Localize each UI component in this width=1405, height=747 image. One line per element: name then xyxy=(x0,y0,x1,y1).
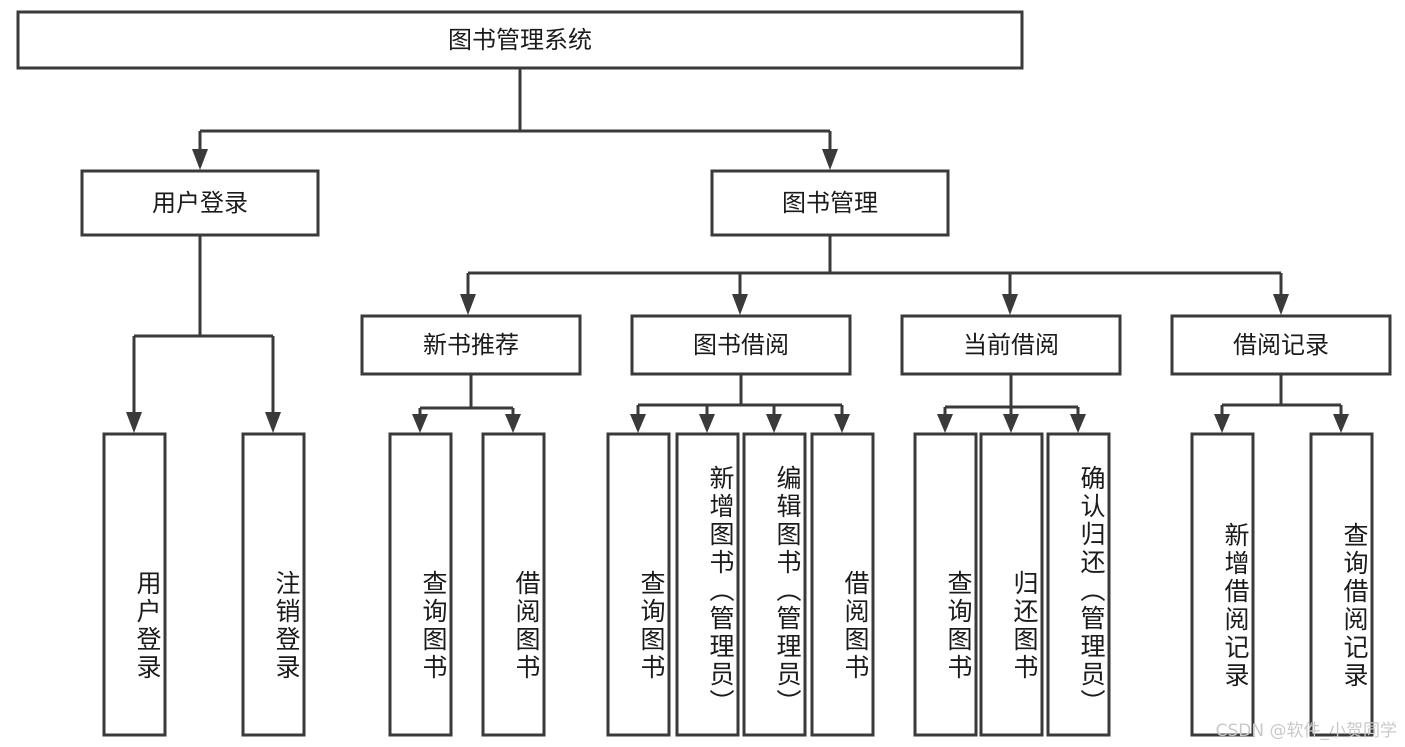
connector-borrow-record-to-leaves xyxy=(1214,374,1349,433)
leaf-box-borrow-record-1[interactable] xyxy=(1309,432,1374,737)
node-box-book-management[interactable] xyxy=(710,169,950,237)
leaf-box-book-borrow-0[interactable] xyxy=(606,432,671,737)
leaf-box-book-borrow-2[interactable] xyxy=(742,432,807,737)
node-box-current-borrow[interactable] xyxy=(900,314,1122,376)
node-box-borrow-record[interactable] xyxy=(1170,314,1392,376)
leaf-box-user-login-0[interactable] xyxy=(102,432,167,737)
connector-root-to-level2 xyxy=(192,68,838,170)
connector-user-login-to-leaves xyxy=(126,235,281,433)
leaf-box-new-book-0[interactable] xyxy=(388,432,453,737)
node-box-book-borrow[interactable] xyxy=(630,314,852,376)
leaf-box-book-borrow-1[interactable] xyxy=(675,432,740,737)
node-box-new-book-recommend[interactable] xyxy=(360,314,582,376)
leaf-box-current-borrow-0[interactable] xyxy=(913,432,978,737)
connector-book-borrow-to-leaves xyxy=(630,374,850,433)
leaf-box-current-borrow-1[interactable] xyxy=(979,432,1044,737)
connector-current-borrow-to-leaves xyxy=(937,374,1086,433)
connector-new-book-to-leaves xyxy=(412,374,521,433)
leaf-box-user-login-1[interactable] xyxy=(241,432,306,737)
connector-book-management-to-level3 xyxy=(460,235,1289,315)
node-box-user-login[interactable] xyxy=(80,169,320,237)
leaf-box-book-borrow-3[interactable] xyxy=(810,432,875,737)
leaf-box-current-borrow-2[interactable] xyxy=(1046,432,1111,737)
node-box-root[interactable] xyxy=(16,10,1024,70)
leaf-box-new-book-1[interactable] xyxy=(481,432,546,737)
csdn-watermark: CSDN @软件_小贺同学 xyxy=(1215,721,1397,741)
leaf-box-borrow-record-0[interactable] xyxy=(1190,432,1255,737)
